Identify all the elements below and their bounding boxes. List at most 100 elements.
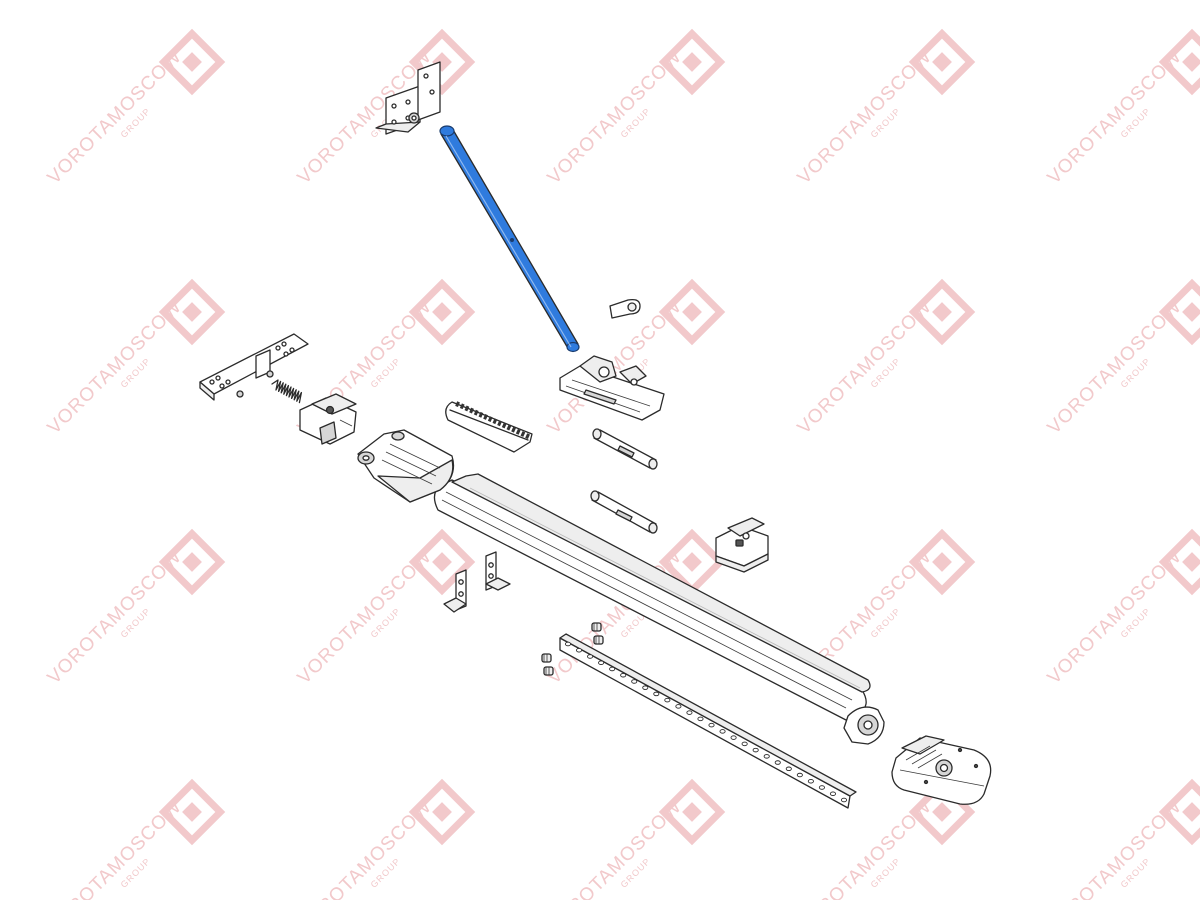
belt-tooth (515, 428, 521, 435)
watermark-text: VOROTAMOSCOW (44, 46, 187, 189)
belt-tooth (478, 411, 484, 418)
watermark-logo-icon (158, 278, 226, 346)
belt-tooth (501, 422, 507, 429)
strap-hole (807, 779, 814, 784)
watermark-text: VOROTAMOSCOW (1044, 546, 1187, 689)
belt-clamp[interactable] (715, 517, 769, 573)
strap-hole (730, 735, 737, 740)
watermark-logo-icon (1158, 528, 1200, 596)
belt-tooth (520, 431, 526, 437)
perforated-strap[interactable] (559, 633, 857, 809)
strap-hole (840, 797, 848, 803)
watermark-text: VOROTAMOSCOW (794, 296, 937, 439)
belt-tensioner[interactable] (299, 393, 357, 445)
watermark-logo-icon (408, 278, 476, 346)
watermark-layer: VOROTAMOSCOWGROUPVOROTAMOSCOWGROUPVOROTA… (44, 28, 1200, 900)
screw-1 (591, 622, 602, 632)
belt-tooth (459, 403, 465, 410)
strap-hole (664, 697, 671, 703)
watermark-logo-icon (1158, 278, 1200, 346)
strap-hole (564, 641, 572, 647)
strap-hole (575, 647, 583, 653)
belt-tooth (487, 416, 493, 422)
pin-2[interactable] (590, 490, 658, 534)
belt-tooth (506, 424, 512, 431)
motor-unit[interactable] (891, 735, 992, 805)
watermark-text: VOROTAMOSCOW (44, 796, 187, 900)
strap-hole (763, 754, 770, 759)
watermark-text: VOROTAMOSCOW (1044, 296, 1187, 439)
pin-1[interactable] (592, 428, 658, 470)
strap-hole (686, 710, 693, 715)
strap-hole (642, 685, 649, 690)
angle-bracket-2[interactable] (485, 551, 511, 591)
screw-2 (593, 635, 604, 645)
drive-belt[interactable] (445, 401, 533, 453)
strap-hole (719, 729, 726, 734)
watermark-text: VOROTAMOSCOW (1044, 46, 1187, 189)
belt-tooth (525, 433, 530, 440)
strap-hole (818, 785, 825, 790)
watermark-text: VOROTAMOSCOW (294, 546, 437, 689)
watermark-text: VOROTAMOSCOW (44, 296, 187, 439)
carriage[interactable] (559, 355, 665, 421)
watermark-text: VOROTAMOSCOW (1044, 796, 1187, 900)
strap-hole (796, 772, 803, 778)
lintel-bracket[interactable] (199, 333, 309, 401)
watermark-text: VOROTAMOSCOW (294, 796, 437, 900)
watermark-text: VOROTAMOSCOW (44, 546, 187, 689)
door-bracket[interactable] (375, 61, 441, 135)
belt-tooth (473, 409, 479, 416)
strap-hole (598, 660, 605, 665)
strap-hole (774, 760, 781, 765)
lever[interactable] (609, 298, 641, 319)
angle-bracket-1[interactable] (443, 569, 467, 613)
strap-hole (697, 716, 704, 722)
end-pulley[interactable] (357, 429, 455, 503)
screws[interactable] (541, 622, 604, 676)
belt-tooth (464, 405, 470, 412)
watermark-text: VOROTAMOSCOW (794, 796, 937, 900)
strap-hole (631, 679, 638, 684)
belt-tooth (497, 420, 502, 427)
strap-hole (675, 704, 682, 709)
watermark-logo-icon (1158, 778, 1200, 846)
drive-sprocket[interactable] (843, 706, 885, 745)
watermark-logo-icon (1158, 28, 1200, 96)
belt-teeth (455, 401, 530, 440)
tension-spring[interactable] (271, 379, 303, 404)
belt-tooth (483, 414, 488, 420)
watermark-text: VOROTAMOSCOW (794, 46, 937, 189)
belt-tooth (469, 407, 474, 414)
strap-hole (587, 654, 594, 659)
strap-hole (609, 666, 616, 672)
belt-tooth (492, 418, 498, 425)
strap-hole (741, 741, 748, 747)
strap-holes (564, 641, 848, 803)
watermark-text: VOROTAMOSCOW (544, 796, 687, 900)
screw-4 (543, 666, 554, 676)
belt-tooth (511, 426, 516, 433)
watermark-text: VOROTAMOSCOW (544, 46, 687, 189)
strap-hole (653, 691, 660, 697)
door-arm[interactable] (439, 125, 580, 353)
screw-3 (541, 653, 552, 663)
strap-hole (620, 672, 627, 678)
strap-hole (785, 766, 792, 772)
